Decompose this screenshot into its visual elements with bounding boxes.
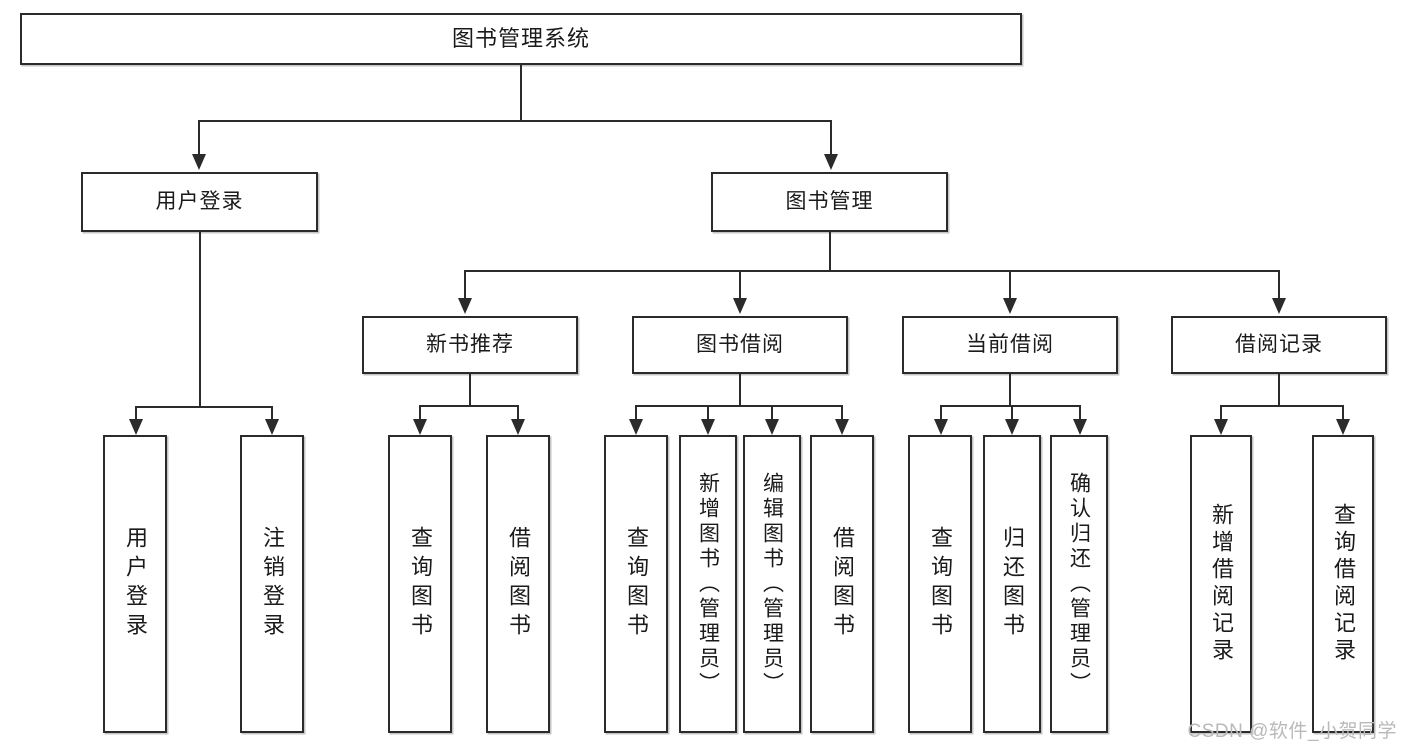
- leaf-query-borrow-record[interactable]: 查询借阅记录: [1312, 435, 1374, 733]
- connector-current-bus: [940, 405, 1080, 407]
- connector-borrow-to-leaf3: [771, 405, 773, 421]
- arrowhead-records-to-leaf1: [1214, 419, 1228, 435]
- arrowhead-current-to-leaf3: [1073, 419, 1087, 435]
- connector-current-to-leaf3: [1079, 405, 1081, 421]
- node-root[interactable]: 图书管理系统: [20, 13, 1022, 65]
- leaf-user-login[interactable]: 用户登录: [103, 435, 167, 733]
- connector-records-bus: [1220, 405, 1344, 407]
- connector-root-to-login: [198, 120, 200, 156]
- connector-bookmgmt-to-borrow: [739, 270, 741, 300]
- node-label: 图书借阅: [696, 333, 784, 357]
- arrowhead-borrow-to-leaf2: [701, 419, 715, 435]
- node-label: 当前借阅: [966, 333, 1054, 357]
- arrowhead-bookmgmt-to-records: [1272, 298, 1286, 314]
- connector-bookmgmt-to-newbooks: [464, 270, 466, 300]
- connector-records-to-leaf1: [1220, 405, 1222, 421]
- connector-records-to-leaf2: [1342, 405, 1344, 421]
- node-label: 借阅图书: [830, 526, 855, 642]
- connector-newbooks-to-leaf1: [419, 405, 421, 421]
- leaf-confirm-return-admin[interactable]: 确认归还（管理员）: [1050, 435, 1108, 733]
- node-user-login[interactable]: 用户登录: [81, 172, 318, 232]
- connector-bookmgmt-stem: [829, 232, 831, 272]
- connector-current-to-leaf2: [1011, 405, 1013, 421]
- arrowhead-bookmgmt-to-borrow: [733, 298, 747, 314]
- leaf-return-books[interactable]: 归还图书: [983, 435, 1041, 733]
- connector-root-stem: [520, 65, 522, 120]
- node-label: 查询图书: [408, 526, 433, 642]
- node-borrow-records[interactable]: 借阅记录: [1171, 316, 1387, 374]
- connector-borrow-to-leaf1: [635, 405, 637, 421]
- arrowhead-borrow-to-leaf4: [835, 419, 849, 435]
- arrowhead-login-to-leaf1: [129, 419, 143, 435]
- leaf-query-books-borrow[interactable]: 查询图书: [604, 435, 668, 733]
- arrowhead-borrow-to-leaf1: [629, 419, 643, 435]
- node-label: 新增借阅记录: [1209, 503, 1234, 665]
- arrowhead-newbooks-to-leaf2: [511, 419, 525, 435]
- connector-current-stem: [1009, 374, 1011, 406]
- leaf-borrow-books-borrow[interactable]: 借阅图书: [810, 435, 874, 733]
- connector-bookmgmt-to-current: [1009, 270, 1011, 300]
- connector-borrow-bus: [635, 405, 842, 407]
- arrowhead-root-to-login: [192, 154, 206, 170]
- node-label: 查询图书: [624, 526, 649, 642]
- connector-current-to-leaf1: [940, 405, 942, 421]
- node-current-borrow[interactable]: 当前借阅: [902, 316, 1118, 374]
- leaf-add-borrow-record[interactable]: 新增借阅记录: [1190, 435, 1252, 733]
- node-label: 借阅图书: [506, 526, 531, 642]
- node-label: 归还图书: [1000, 526, 1025, 642]
- leaf-borrow-books-newbooks[interactable]: 借阅图书: [486, 435, 550, 733]
- connector-borrow-to-leaf2: [707, 405, 709, 421]
- connector-login-stem: [199, 232, 201, 407]
- connector-root-bus: [198, 120, 832, 122]
- node-label: 借阅记录: [1235, 333, 1323, 357]
- node-label: 查询借阅记录: [1331, 503, 1356, 665]
- node-label: 新书推荐: [426, 333, 514, 357]
- connector-bookmgmt-to-records: [1278, 270, 1280, 300]
- node-label: 图书管理系统: [451, 25, 590, 51]
- node-label: 新增图书（管理员）: [696, 471, 720, 697]
- node-new-book-recommend[interactable]: 新书推荐: [362, 316, 578, 374]
- node-label: 注销登录: [260, 526, 285, 642]
- arrowhead-current-to-leaf2: [1005, 419, 1019, 435]
- arrowhead-bookmgmt-to-current: [1003, 298, 1017, 314]
- leaf-query-books-newbooks[interactable]: 查询图书: [388, 435, 452, 733]
- node-label: 图书管理: [785, 190, 874, 214]
- arrowhead-records-to-leaf2: [1336, 419, 1350, 435]
- node-label: 编辑图书（管理员）: [760, 471, 784, 697]
- connector-records-stem: [1278, 374, 1280, 406]
- connector-login-bus: [135, 406, 273, 408]
- leaf-query-books-current[interactable]: 查询图书: [908, 435, 972, 733]
- leaf-logout[interactable]: 注销登录: [240, 435, 304, 733]
- connector-bookmgmt-bus: [464, 270, 1280, 272]
- node-book-management[interactable]: 图书管理: [711, 172, 948, 232]
- arrowhead-borrow-to-leaf3: [765, 419, 779, 435]
- connector-login-to-leaf2: [271, 406, 273, 421]
- connector-borrow-to-leaf4: [841, 405, 843, 421]
- connector-root-to-bookmgmt: [830, 120, 832, 156]
- arrowhead-current-to-leaf1: [934, 419, 948, 435]
- node-book-borrow[interactable]: 图书借阅: [632, 316, 848, 374]
- node-label: 用户登录: [155, 190, 244, 214]
- arrowhead-root-to-bookmgmt: [824, 154, 838, 170]
- arrowhead-login-to-leaf2: [265, 419, 279, 435]
- node-label: 确认归还（管理员）: [1067, 471, 1091, 697]
- node-label: 用户登录: [123, 526, 148, 642]
- arrowhead-newbooks-to-leaf1: [413, 419, 427, 435]
- connector-login-to-leaf1: [135, 406, 137, 421]
- leaf-add-book-admin[interactable]: 新增图书（管理员）: [679, 435, 737, 733]
- leaf-edit-book-admin[interactable]: 编辑图书（管理员）: [743, 435, 801, 733]
- connector-newbooks-to-leaf2: [517, 405, 519, 421]
- arrowhead-bookmgmt-to-newbooks: [458, 298, 472, 314]
- node-label: 查询图书: [928, 526, 953, 642]
- connector-borrow-stem: [739, 374, 741, 406]
- connector-newbooks-bus: [419, 405, 519, 407]
- connector-newbooks-stem: [469, 374, 471, 406]
